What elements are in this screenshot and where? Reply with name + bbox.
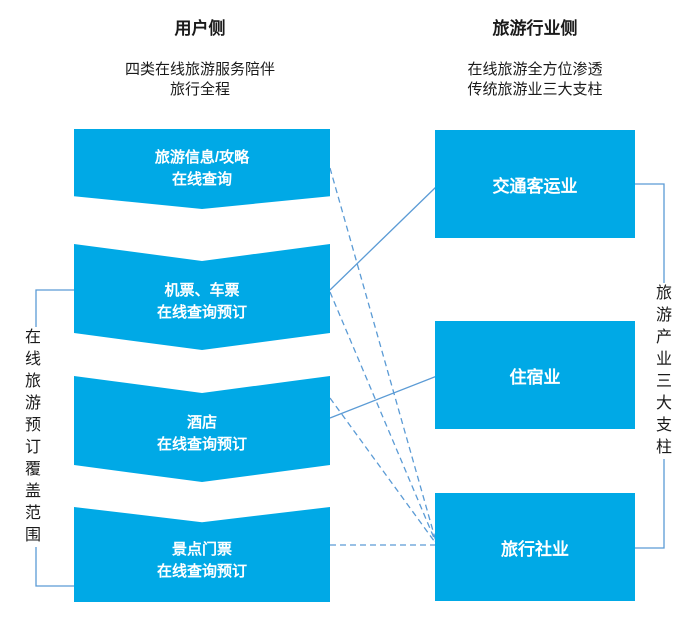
user-item-hotel-line2: 在线查询预订 (156, 436, 247, 453)
right-bracket-label: 旅游产业三大支柱 (653, 283, 675, 459)
industry-item-travel-agency: 旅行社业 (435, 493, 635, 601)
industry-side-title: 旅游行业侧 (492, 19, 578, 38)
connector-tickets-to-transport (329, 185, 438, 291)
user-item-travel-info-line2: 在线查询 (171, 171, 232, 188)
user-item-tickets-line1: 机票、车票 (164, 282, 240, 299)
user-item-scenic-tickets: 景点门票 在线查询预订 (74, 507, 330, 602)
industry-side-subtitle-line2: 传统旅游业三大支柱 (467, 81, 603, 98)
connector-hotel-to-agency (329, 397, 438, 546)
user-item-travel-info-line1: 旅游信息/攻略 (154, 149, 250, 166)
user-item-hotel: 酒店 在线查询预订 (74, 376, 330, 482)
left-bracket-label: 在线旅游预订覆盖范围 (22, 327, 44, 547)
connector-hotel-to-lodging (329, 375, 438, 419)
industry-item-lodging: 住宿业 (435, 321, 635, 429)
connector-tickets-to-agency (329, 291, 438, 546)
user-item-scenic-tickets-line2: 在线查询预订 (156, 562, 247, 580)
user-side-subtitle-line1: 四类在线旅游服务陪伴 (124, 61, 275, 78)
industry-item-transport: 交通客运业 (435, 130, 635, 238)
user-item-scenic-tickets-line1: 景点门票 (171, 540, 232, 558)
connector-info-to-agency (329, 167, 438, 546)
industry-side-subtitle: 在线旅游全方位渗透 传统旅游业三大支柱 (420, 60, 650, 100)
user-side-subtitle: 四类在线旅游服务陪伴 旅行全程 (80, 60, 320, 100)
user-item-tickets-line2: 在线查询预订 (156, 304, 247, 321)
industry-side-subtitle-line1: 在线旅游全方位渗透 (467, 61, 603, 78)
user-item-tickets: 机票、车票 在线查询预订 (74, 244, 330, 350)
user-item-travel-info: 旅游信息/攻略 在线查询 (74, 129, 330, 209)
user-side-title: 用户侧 (174, 19, 226, 38)
user-side-subtitle-line2: 旅行全程 (169, 81, 230, 98)
user-item-hotel-line1: 酒店 (186, 414, 217, 431)
